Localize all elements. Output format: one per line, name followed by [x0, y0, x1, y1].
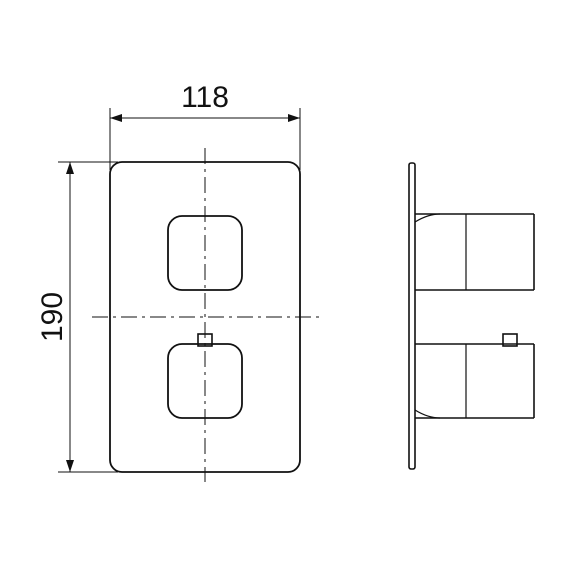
side-plate: [408, 162, 416, 470]
lower-handle: [167, 343, 243, 419]
width-dimension-label: 118: [181, 81, 229, 114]
height-dimension-label: 190: [36, 292, 69, 342]
width-dimension: 118: [109, 81, 301, 170]
front-view: [92, 148, 322, 482]
lower-handle-pin: [197, 333, 213, 347]
upper-handle-neck: [414, 213, 441, 223]
side-view: [408, 162, 535, 470]
height-dimension: 190: [36, 161, 118, 473]
side-handle-pin: [502, 333, 518, 347]
upper-handle: [167, 215, 243, 291]
lower-handle-neck: [414, 409, 441, 419]
